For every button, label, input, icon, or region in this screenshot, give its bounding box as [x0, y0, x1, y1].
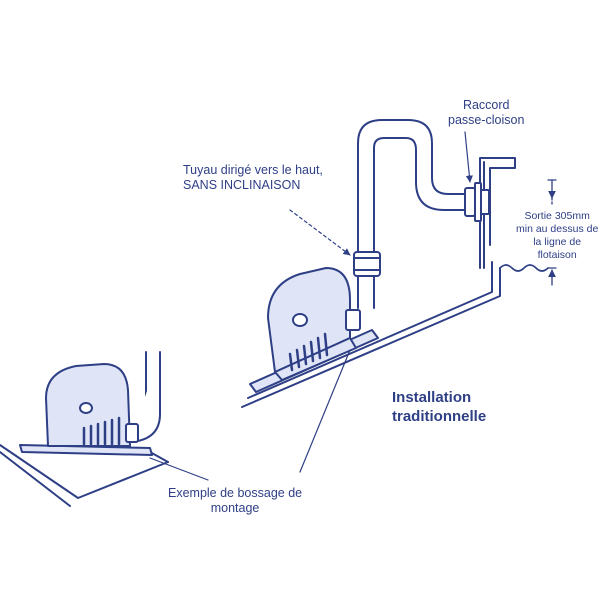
label-exemple: Exemple de bossage de montage — [168, 486, 303, 515]
thru-hull-fitting-icon — [464, 182, 490, 222]
height-dimension — [547, 179, 557, 286]
hose-icon — [357, 119, 473, 309]
diagram-title: Installation traditionnelle — [392, 389, 487, 425]
callout-lines — [149, 131, 473, 481]
label-tuyau: Tuyau dirigé vers le haut, SANS INCLINAI… — [183, 163, 323, 192]
hose-clamp — [353, 251, 381, 277]
label-sortie: Sortie 305mm min au dessus de la ligne d… — [516, 210, 599, 261]
label-raccord: Raccord passe-cloison — [448, 98, 525, 127]
hull-outline — [241, 157, 549, 408]
bilge-pump-icon — [267, 267, 361, 381]
bilge-pump-icon — [45, 363, 139, 447]
